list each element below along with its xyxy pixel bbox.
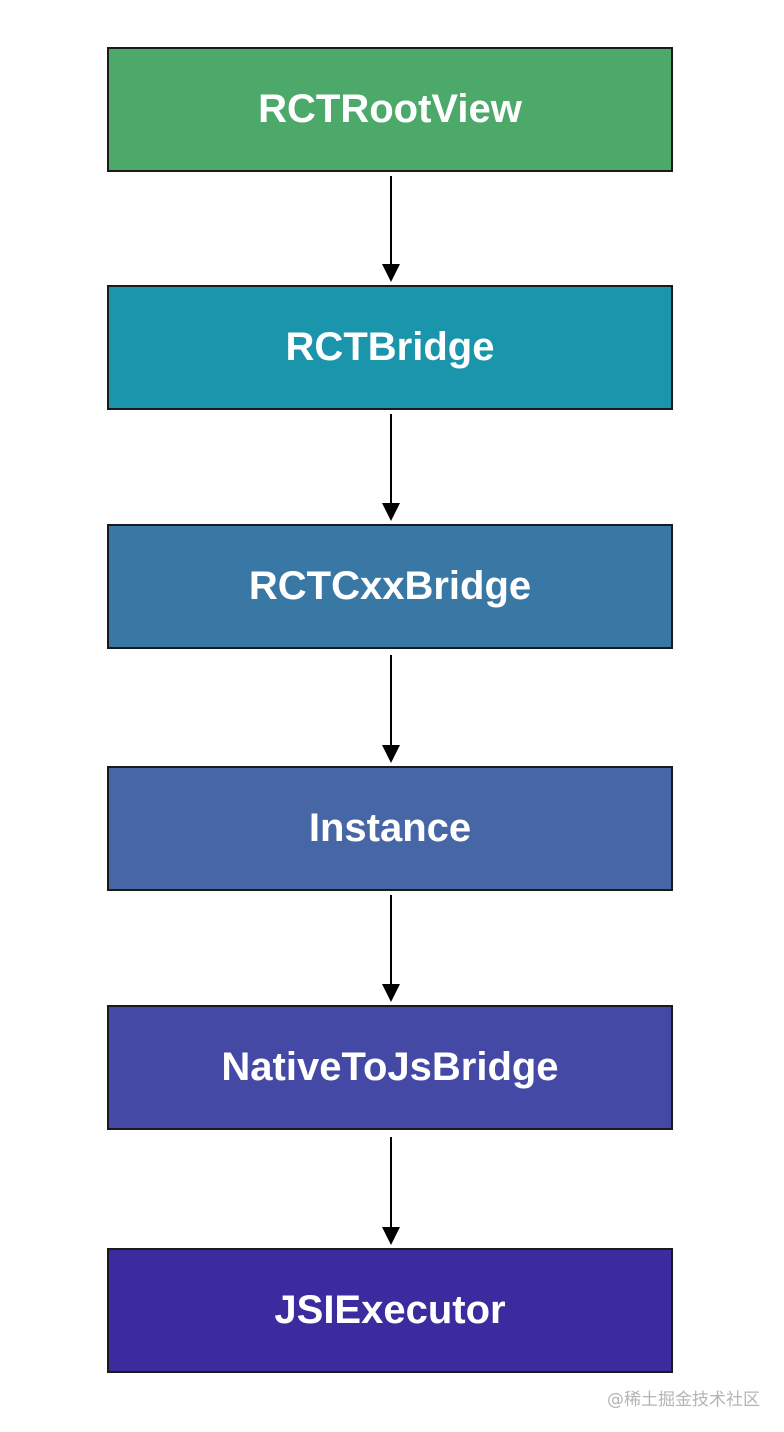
arrow-instance-to-nativetojsbridge [382,895,400,1002]
node-jsiexecutor: JSIExecutor [107,1248,673,1373]
arrow-nativetojsbridge-to-jsiexecutor [382,1137,400,1245]
node-label: RCTBridge [285,325,495,369]
node-rctbridge: RCTBridge [107,285,673,410]
node-label: JSIExecutor [274,1288,506,1332]
node-rctrootview: RCTRootView [107,47,673,172]
node-instance: Instance [107,766,673,891]
node-rctcxxbridge: RCTCxxBridge [107,524,673,649]
arrow-rctbridge-to-rctcxxbridge [382,414,400,521]
node-label: RCTCxxBridge [248,564,532,608]
node-label: Instance [308,806,472,850]
node-label: RCTRootView [258,87,522,131]
watermark: @稀土掘金技术社区 [607,1390,760,1410]
node-label: NativeToJsBridge [221,1045,559,1089]
node-nativetojsbridge: NativeToJsBridge [107,1005,673,1130]
arrow-rctrootview-to-rctbridge [382,176,400,282]
arrow-rctcxxbridge-to-instance [382,655,400,763]
